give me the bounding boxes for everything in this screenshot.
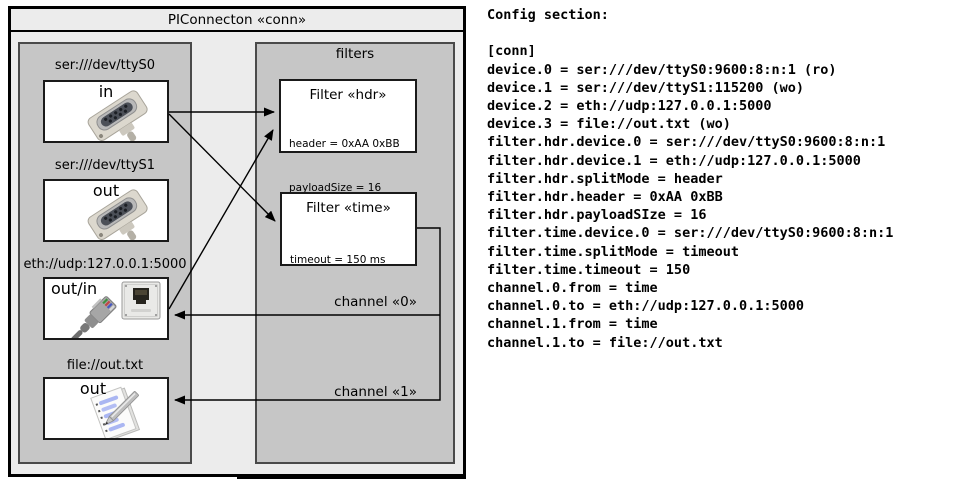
- config-line: device.0 = ser:///dev/ttyS0:9600:8:n:1 (…: [487, 61, 837, 78]
- config-line: filter.hdr.splitMode = header: [487, 170, 723, 187]
- device-box-eth: out/in: [43, 277, 169, 340]
- filters-panel: filters Filter «hdr» header = 0xAA 0xBB …: [255, 42, 455, 464]
- filter-hdr-param-payloadsize: payloadSize = 16: [289, 181, 382, 194]
- device-box-ttyS0: in: [43, 80, 169, 143]
- notepad-icon: [85, 385, 149, 438]
- device-url-file: file://out.txt: [66, 358, 144, 373]
- config-spacer: [487, 24, 893, 42]
- config-heading: Config section:: [487, 7, 609, 23]
- device-url-ttyS0: ser:///dev/ttyS0: [54, 58, 156, 73]
- filters-panel-title: filters: [335, 46, 375, 62]
- bottom-border-notch: [237, 477, 466, 479]
- device-box-file: out: [43, 377, 169, 440]
- config-line: [conn]: [487, 43, 536, 60]
- filter-time-param-timeout: timeout = 150 ms: [290, 254, 386, 266]
- filter-time-params: timeout = 150 ms: [290, 224, 385, 297]
- device-direction: in: [98, 82, 114, 101]
- config-line: channel.0.to = eth://udp:127.0.0.1:5000: [487, 298, 804, 315]
- config-line: filter.hdr.device.1 = eth://udp:127.0.0.…: [487, 152, 861, 169]
- device-direction: out/in: [51, 279, 98, 298]
- devices-panel: ser:///dev/ttyS0: [18, 42, 192, 464]
- channel-1-label: channel «1»: [334, 384, 417, 400]
- config-line: filter.time.device.0 = ser:///dev/ttyS0:…: [487, 225, 894, 242]
- filter-hdr-box: Filter «hdr» header = 0xAA 0xBB payloadS…: [279, 79, 417, 194]
- device-direction: out: [92, 181, 120, 200]
- device-url-ttyS1: ser:///dev/ttyS1: [54, 158, 156, 173]
- serial-connector-icon: [73, 189, 165, 240]
- device-direction: out: [79, 379, 107, 398]
- filter-hdr-params: header = 0xAA 0xBB payloadSize = 16: [289, 108, 400, 224]
- config-line: channel.1.from = time: [487, 316, 658, 333]
- ethernet-cable-icon: [69, 293, 125, 338]
- ethernet-jack-icon: [121, 281, 161, 325]
- config-line: channel.0.from = time: [487, 280, 658, 297]
- device-url-eth: eth://udp:127.0.0.1:5000: [23, 257, 187, 272]
- config-line: filter.hdr.payloadSIze = 16: [487, 207, 707, 224]
- config-line: filter.time.splitMode = timeout: [487, 243, 739, 260]
- config-section: Config section: [conn] device.0 = ser://…: [487, 6, 893, 352]
- config-line: device.1 = ser:///dev/ttyS1:115200 (wo): [487, 79, 804, 96]
- config-line: filter.hdr.device.0 = ser:///dev/ttyS0:9…: [487, 134, 886, 151]
- filter-time-box: Filter «time» timeout = 150 ms: [280, 192, 417, 266]
- serial-connector-icon: [73, 90, 165, 141]
- config-line: channel.1.to = file://out.txt: [487, 334, 723, 351]
- title-separator: [11, 30, 463, 32]
- config-line: filter.hdr.header = 0xAA 0xBB: [487, 189, 723, 206]
- piconnecton-diagram: PIConnecton «conn» ser:///dev/ttyS0: [8, 6, 466, 477]
- config-line: device.2 = eth://udp:127.0.0.1:5000: [487, 98, 772, 114]
- config-line: device.3 = file://out.txt (wo): [487, 116, 731, 133]
- filter-time-title: Filter «time»: [306, 200, 391, 216]
- filter-hdr-param-header: header = 0xAA 0xBB: [289, 138, 400, 150]
- channel-0-label: channel «0»: [334, 294, 417, 310]
- device-box-ttyS1: out: [43, 179, 169, 242]
- config-line: filter.time.timeout = 150: [487, 261, 691, 278]
- diagram-title: PIConnecton «conn»: [167, 12, 307, 28]
- filter-hdr-title: Filter «hdr»: [309, 87, 387, 103]
